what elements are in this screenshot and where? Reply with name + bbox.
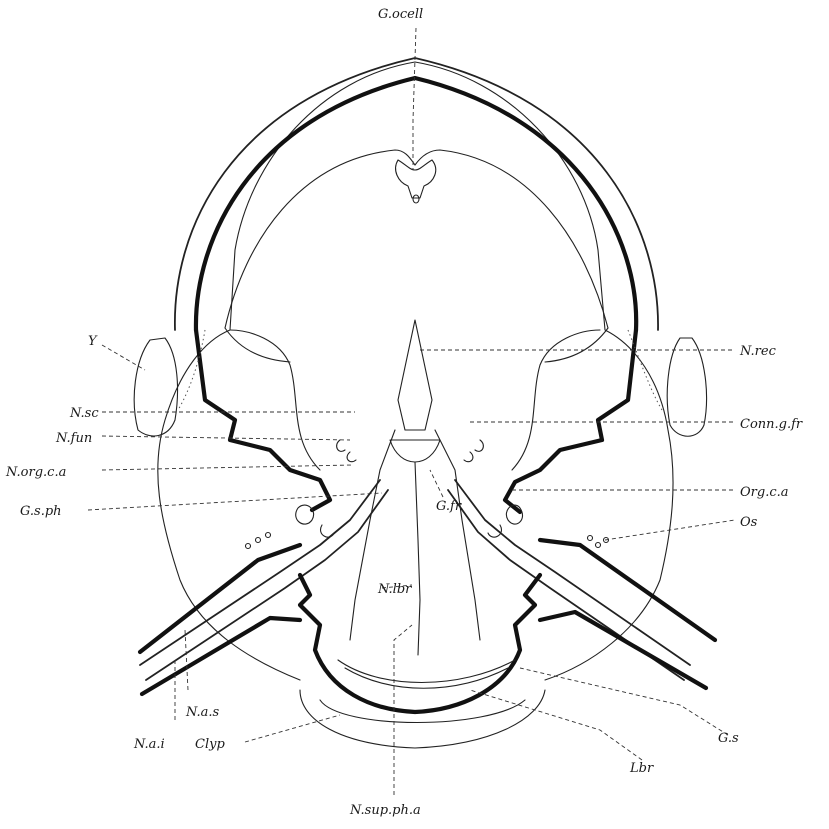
- leader-g-s-ph: [88, 493, 382, 510]
- leader-n-org-c-a: [102, 465, 352, 470]
- label-n-sup-ph-a: N.sup.ph.a: [349, 803, 421, 818]
- label-g-s: G.s: [718, 731, 739, 746]
- brain-outline: [225, 150, 608, 328]
- frontal-ganglion-spike: [398, 320, 432, 430]
- ocellar-ganglion: [396, 160, 436, 198]
- labrum: [300, 690, 545, 748]
- label-os: Os: [740, 515, 758, 530]
- left-eye: [134, 338, 177, 436]
- left-dot-2: [266, 533, 271, 538]
- pharynx-wall-left: [350, 430, 395, 640]
- os-dot-2: [596, 543, 601, 548]
- right-eye: [667, 338, 706, 436]
- pharynx-wall-right: [435, 430, 480, 640]
- left-lateral-lobe: [230, 330, 320, 470]
- label-n-fun: N.fun: [55, 431, 92, 446]
- vertex-cuticle-inner: [196, 78, 636, 330]
- label-org-c-a: Org.c.a: [740, 485, 789, 500]
- label-n-lbr: N.lbr: [377, 582, 412, 597]
- right-antenna-wall-bottom: [540, 612, 706, 688]
- label-y: Y: [88, 334, 98, 349]
- leader-g-fr: [430, 470, 443, 497]
- label-lbr: Lbr: [629, 761, 654, 776]
- clypeus-arc-inner: [345, 668, 508, 688]
- vertex-cuticle-outer: [175, 58, 658, 330]
- label-n-rec: N.rec: [739, 344, 777, 359]
- os-dot-1: [588, 536, 593, 541]
- label-clyp: Clyp: [195, 737, 225, 752]
- ocellar-ganglion-dot: [413, 195, 419, 203]
- label-g-s-ph: G.s.ph: [20, 504, 62, 519]
- right-small-loops: [464, 440, 483, 462]
- label-n-org-c-a: N.org.c.a: [5, 465, 66, 480]
- leader-lbr: [470, 690, 642, 760]
- right-antenna-wall-top: [540, 540, 715, 640]
- label-n-a-s: N.a.s: [185, 705, 220, 720]
- left-dot-3: [246, 544, 251, 549]
- left-antennal-nerve-outer: [140, 480, 380, 665]
- left-antenna-wall-top: [140, 545, 300, 652]
- labral-nerve: [415, 462, 420, 655]
- leader-g-ocell: [413, 28, 416, 170]
- label-g-ocell: G.ocell: [378, 7, 423, 22]
- leader-y: [102, 345, 145, 370]
- right-antennal-nerve-outer: [455, 480, 690, 665]
- leader-n-a-s: [185, 630, 188, 690]
- head-capsule-outline: [158, 62, 673, 680]
- left-small-loops: [337, 440, 356, 462]
- clypeus-arc: [338, 660, 515, 683]
- left-dot-1: [256, 538, 261, 543]
- label-n-a-i: N.a.i: [133, 737, 165, 752]
- brain-lower-edge: [225, 328, 608, 362]
- label-g-fr: G.fr.: [436, 499, 464, 514]
- leader-clyp: [245, 715, 340, 742]
- label-n-sc: N.sc: [69, 406, 99, 421]
- right-inner-wall: [505, 330, 636, 512]
- frontal-ganglion-base: [390, 440, 440, 462]
- leader-n-fun: [102, 436, 350, 440]
- right-lateral-lobe: [512, 330, 600, 470]
- label-conn-g-fr: Conn.g.fr: [740, 417, 803, 432]
